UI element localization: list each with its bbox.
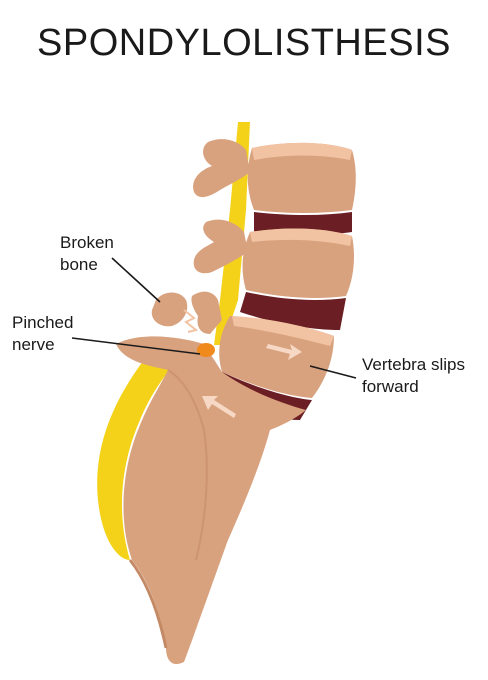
upper-spinous-process — [193, 139, 250, 198]
label-pinched-nerve-line1: Pinched — [12, 313, 74, 332]
vertebra-l4 — [242, 228, 354, 298]
lower-spinous-process — [191, 291, 222, 334]
label-pinched-nerve-line2: nerve — [12, 335, 55, 354]
label-pinched-nerve: Pinched nerve — [12, 312, 73, 356]
slip-arrow — [266, 344, 302, 360]
leader-vertebra-slips — [309, 365, 357, 379]
diagram-title: SPONDYLOLISTHESIS — [37, 22, 451, 64]
sacrum — [116, 336, 306, 665]
middle-spinous-process — [193, 219, 248, 274]
label-broken-bone: Broken bone — [60, 232, 114, 276]
vertebra-l3 — [247, 142, 356, 213]
disc-2 — [240, 292, 346, 330]
label-vertebra-slips: Vertebra slips forward — [362, 354, 465, 398]
sciatic-nerve — [97, 352, 176, 560]
pinched-nerve-spot — [197, 343, 215, 357]
leader-pinched-nerve — [71, 337, 201, 355]
label-broken-bone-line1: Broken — [60, 233, 114, 252]
leader-broken-bone — [111, 257, 161, 303]
label-broken-bone-line2: bone — [60, 255, 98, 274]
sacrum-arrow — [202, 396, 236, 418]
broken-bone-fragment — [151, 292, 188, 327]
label-vertebra-slips-line2: forward — [362, 377, 419, 396]
label-vertebra-slips-line1: Vertebra slips — [362, 355, 465, 374]
